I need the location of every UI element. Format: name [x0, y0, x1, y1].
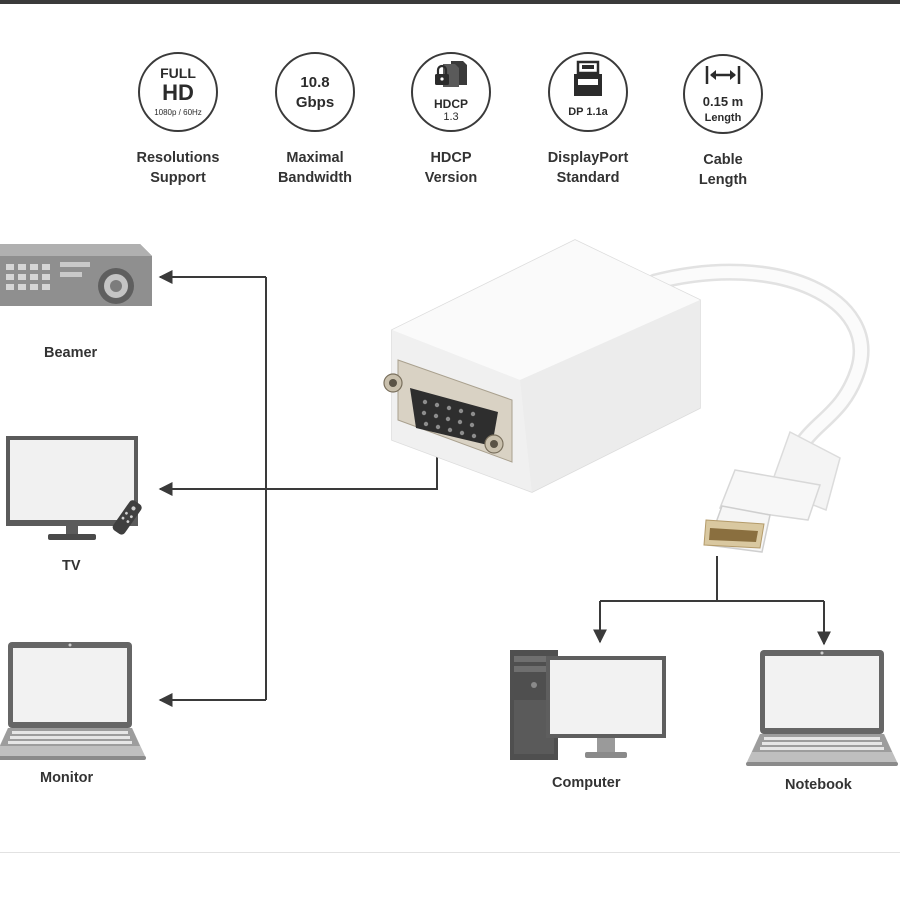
feature-label-line1: Maximal — [286, 150, 344, 166]
dp-connector-icon — [573, 60, 602, 96]
vga-port — [383, 359, 513, 463]
top-bar — [0, 0, 900, 4]
desktop-computer-icon — [510, 650, 666, 760]
feature-hdcp: HDCP 1.3 HDCP Version — [386, 52, 516, 188]
input-lines — [593, 556, 831, 646]
badge-unit: Gbps — [295, 94, 335, 111]
badge-length-label: Length — [704, 112, 742, 124]
feature-label: Cable Length — [658, 150, 788, 190]
badge-hd: HD — [162, 80, 194, 105]
bandwidth-icon: 10.8 Gbps — [275, 52, 355, 132]
badge-resolution: 1080p / 60Hz — [154, 108, 202, 117]
badge-hdcp: HDCP — [433, 97, 468, 111]
label-beamer: Beamer — [44, 345, 98, 361]
vga-adapter-body — [391, 239, 701, 493]
tv-icon — [6, 436, 142, 540]
bottom-divider — [0, 852, 900, 853]
feature-label: DisplayPort Standard — [523, 148, 653, 188]
badge-hdcp-version: 1.3 — [443, 111, 459, 123]
feature-label-line2: Bandwidth — [277, 170, 353, 186]
feature-label: Resolutions Support — [113, 148, 243, 188]
badge-full: FULL — [160, 65, 196, 81]
label-notebook: Notebook — [785, 777, 852, 793]
displayport-icon: DP 1.1a — [548, 52, 628, 132]
feature-displayport: DP 1.1a DisplayPort Standard — [523, 52, 653, 188]
laptop-icon — [0, 642, 146, 760]
label-computer: Computer — [552, 775, 621, 791]
badge-speed: 10.8 — [300, 74, 330, 91]
feature-label-line1: HDCP — [430, 150, 472, 166]
feature-bandwidth: 10.8 Gbps Maximal Bandwidth — [250, 52, 380, 188]
feature-label-line2: Length — [698, 172, 748, 188]
notebook-icon — [746, 650, 898, 766]
lock-documents-icon — [434, 60, 467, 87]
projector-icon — [0, 244, 152, 306]
cable-length-icon: 0.15 m Length — [683, 54, 763, 134]
feature-label: Maximal Bandwidth — [250, 148, 380, 188]
feature-label: HDCP Version — [386, 148, 516, 188]
badge-length: 0.15 m — [702, 94, 744, 109]
feature-label-line1: DisplayPort — [547, 150, 629, 166]
label-monitor: Monitor — [40, 770, 94, 786]
measure-arrow-icon — [705, 65, 740, 84]
feature-label-line1: Resolutions — [136, 150, 220, 166]
feature-cable-length: 0.15 m Length Cable Length — [658, 54, 788, 190]
feature-label-line2: Standard — [556, 170, 620, 186]
hdcp-lock-icon: HDCP 1.3 — [411, 52, 491, 132]
badge-dp-version: DP 1.1a — [568, 106, 608, 118]
feature-label-line2: Version — [424, 170, 478, 186]
adapter-cable — [646, 263, 870, 449]
feature-label-line1: Cable — [703, 152, 743, 168]
feature-label-line2: Support — [150, 170, 206, 186]
full-hd-icon: FULL HD 1080p / 60Hz — [138, 52, 218, 132]
mini-displayport-plug — [703, 430, 841, 553]
label-tv: TV — [62, 558, 81, 574]
feature-resolution: FULL HD 1080p / 60Hz Resolutions Support — [113, 52, 243, 188]
